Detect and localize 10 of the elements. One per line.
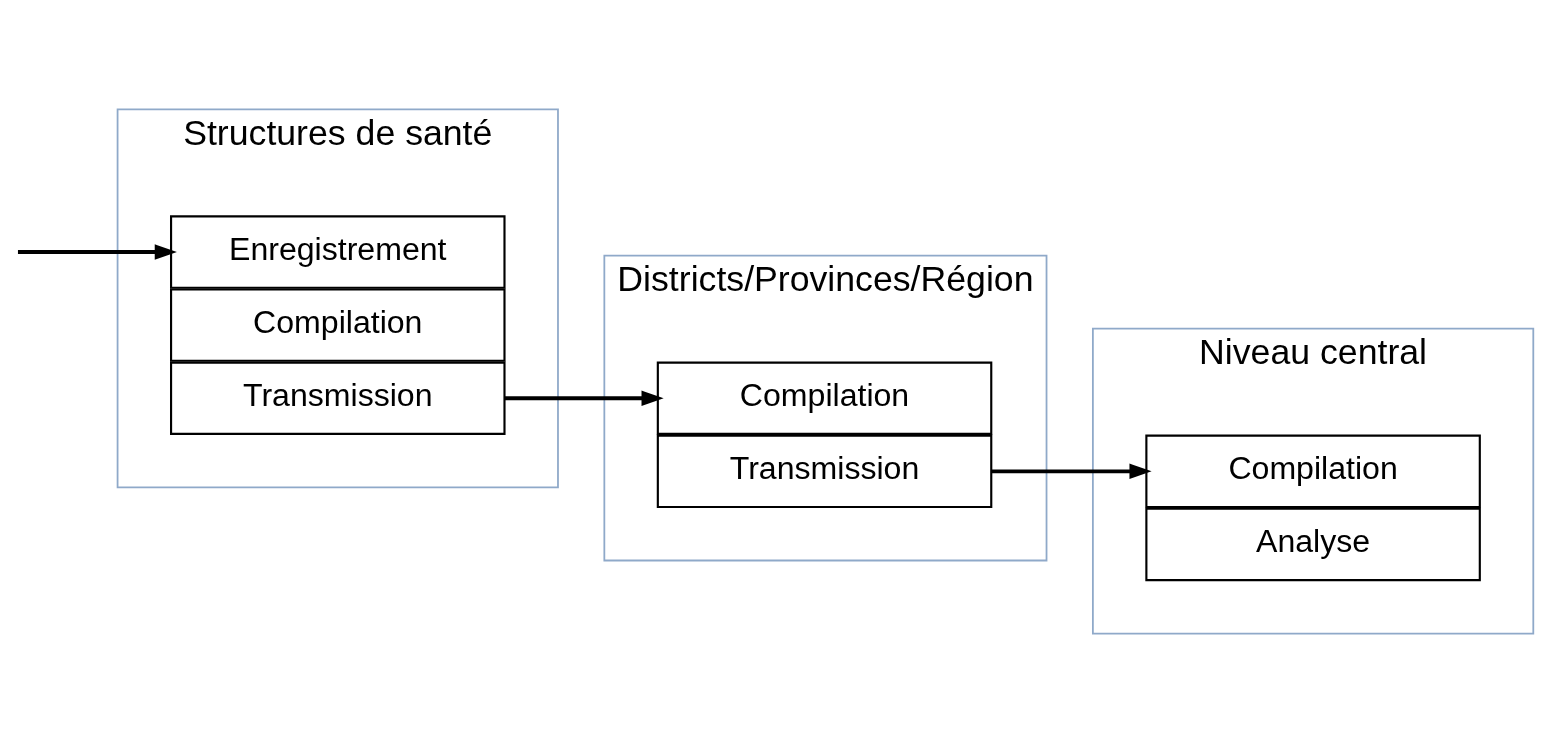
node-box: Enregistrement	[170, 215, 506, 289]
node-box: Analyse	[1145, 507, 1481, 582]
node-box: Compilation	[656, 361, 993, 435]
arrow	[504, 390, 664, 406]
node-box: Compilation	[1145, 434, 1481, 509]
node-box: Transmission	[656, 434, 993, 509]
node-box: Transmission	[170, 361, 506, 435]
arrow	[991, 463, 1152, 480]
node-box: Compilation	[170, 288, 506, 362]
arrow	[17, 244, 177, 260]
